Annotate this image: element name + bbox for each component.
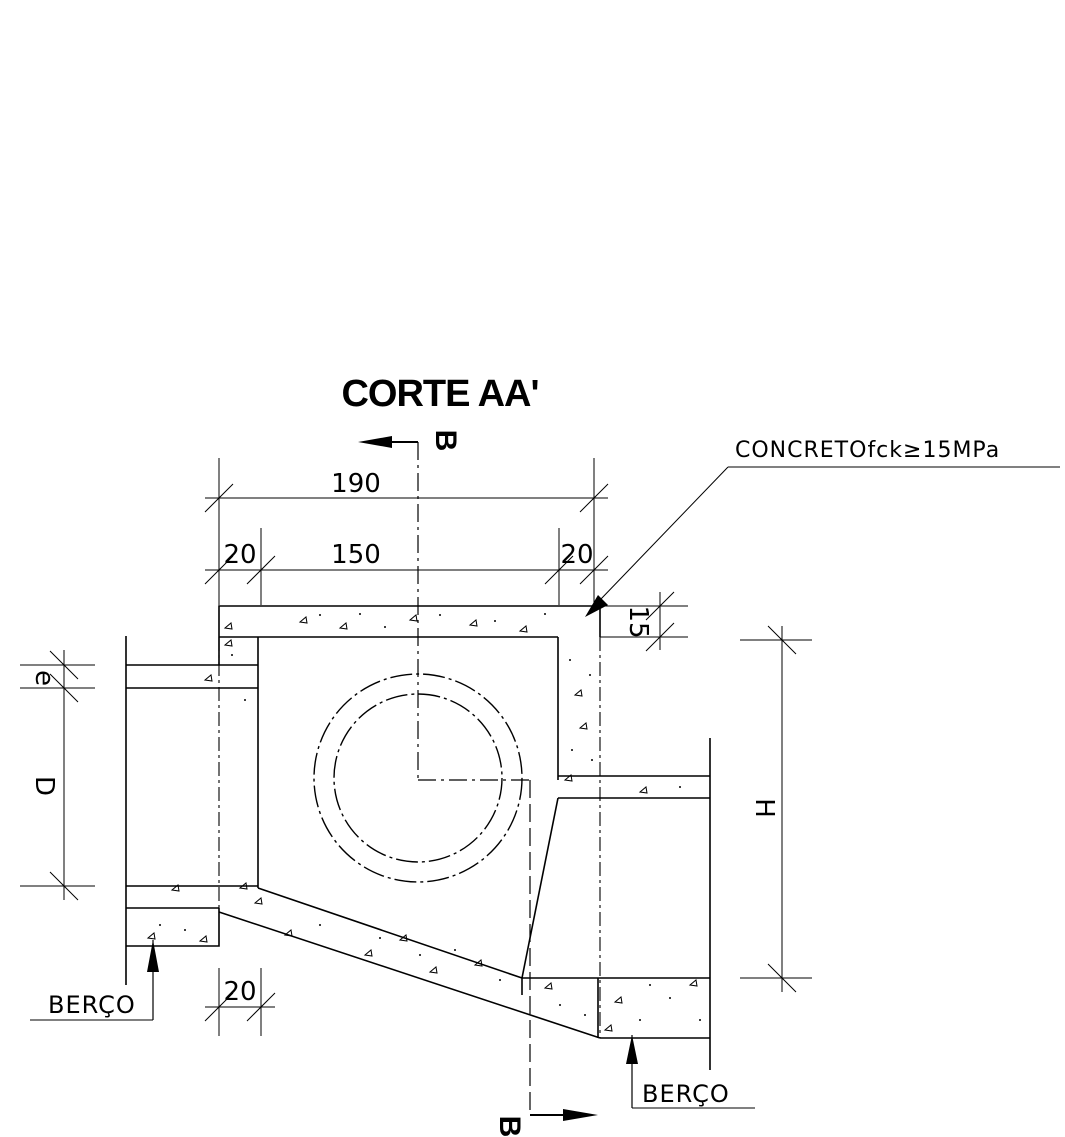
section-letter-bottom: B	[493, 1116, 526, 1137]
bed-left-text: BERÇO	[48, 991, 136, 1019]
dim-height	[740, 625, 812, 993]
dim-wall-left: 20	[223, 540, 256, 570]
dim-pipe	[20, 650, 95, 901]
dim-pipe-wall: e	[29, 670, 59, 686]
concrete-note: CONCRETOfck≥15MPa	[585, 438, 1060, 617]
dim-slab	[600, 591, 688, 652]
top-dimensions	[204, 458, 609, 605]
drawing-title: CORTE AA'	[341, 373, 538, 415]
section-letter-top: B	[429, 430, 462, 451]
dim-height-label: H	[749, 798, 779, 818]
hidden-lines	[218, 637, 601, 1038]
concrete-note-text: CONCRETOfck≥15MPa	[735, 438, 1000, 463]
dim-wall-right: 20	[560, 540, 593, 570]
dim-overall-width: 190	[331, 469, 381, 499]
dim-bottom	[204, 968, 276, 1036]
dim-slab-thickness: 15	[623, 605, 653, 638]
dim-pipe-diameter: D	[29, 776, 59, 796]
bed-label-left: BERÇO	[30, 940, 159, 1021]
pipe-opening	[313, 673, 523, 883]
dim-inner-width: 150	[331, 540, 381, 570]
concrete-hatch	[146, 613, 701, 1032]
box-structure	[125, 605, 711, 1070]
section-mark-bottom: B	[418, 779, 598, 1137]
dim-bottom-wall: 20	[223, 977, 256, 1007]
bed-right-text: BERÇO	[642, 1080, 730, 1108]
bed-label-right: BERÇO	[626, 1035, 755, 1109]
